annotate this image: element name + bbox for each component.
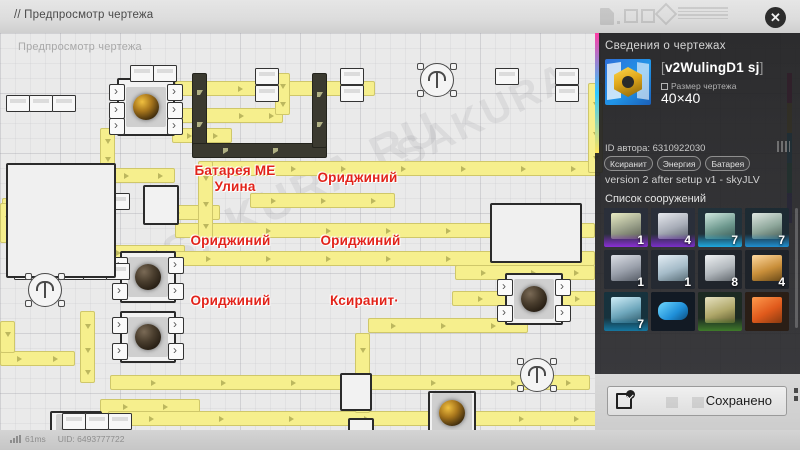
blueprint-size-label: Размер чертежа [661,81,737,91]
building-qty: 7 [731,233,738,247]
blueprint-label: Батарея МЕ Улина [194,163,276,194]
signal-bars-icon [10,435,21,443]
saved-check-icon [616,390,635,409]
conveyor-belt [368,318,528,333]
blueprint-label: Ксиранит· [330,293,399,308]
blueprint-hero: [v2WulingD1 sj] Размер чертежа 40×40 [605,59,791,106]
storage-row[interactable] [255,85,279,102]
factory-machine[interactable] [497,273,571,325]
blueprint-name: [v2WulingD1 sj] [661,60,764,75]
save-button[interactable]: Сохранено [607,386,787,416]
building-cell[interactable]: 7 [698,208,742,247]
storage-container[interactable] [6,163,116,278]
tag-list: Ксиранит Энергия Батарея [604,156,751,171]
tag-chip[interactable]: Энергия [656,156,702,171]
tag-chip[interactable]: Ксиранит [604,156,653,171]
author-id: ID автора: 6310922030 [605,143,706,154]
sorter-belt [192,73,207,155]
size-icon [661,83,668,90]
storage-container[interactable] [490,203,582,263]
sorter-belt [192,143,327,158]
storage-row[interactable] [6,95,76,112]
size-label-text: Размер чертежа [671,81,737,91]
storage-row[interactable] [555,68,579,85]
blueprint-label: Ориджиний [190,293,271,308]
building-cell[interactable]: 4 [745,250,789,289]
storage-row[interactable] [555,85,579,102]
breadcrumb: // Предпросмотр чертежа [14,9,154,21]
close-icon[interactable]: ✕ [765,7,786,28]
building-cell[interactable]: 7 [745,208,789,247]
blueprint-logo-icon [600,2,730,32]
factory-machine[interactable] [109,78,183,136]
storage-row[interactable] [255,68,279,85]
building-qty: 4 [778,275,785,289]
conveyor-belt [170,251,595,266]
copy-icon[interactable] [777,141,790,152]
building-cell[interactable]: 1 [604,250,648,289]
building-cell[interactable]: 8 [698,250,742,289]
building-cell[interactable] [745,292,789,331]
storage-row[interactable] [340,68,364,85]
building-cell[interactable] [698,292,742,331]
blueprint-label: Ориджиний [190,233,271,248]
building-qty: 1 [637,233,644,247]
footer-marks [794,388,798,404]
bracket-close: ] [759,60,764,75]
building-qty: 7 [778,233,785,247]
building-cell[interactable]: 4 [651,208,695,247]
sorter-unit[interactable] [143,185,179,225]
power-node-icon[interactable] [517,358,557,392]
blueprint-thumbnail-icon[interactable] [605,59,651,105]
conveyor-belt [198,161,213,241]
panel-title: Сведения о чертежах [605,40,726,52]
conveyor-belt [80,311,95,383]
blueprint-label: Ориджиний [317,170,398,185]
building-cell[interactable]: 1 [604,208,648,247]
uid-value: UID: 6493777722 [57,434,125,444]
title-bar: // Предпросмотр чертежа ✕ [0,0,800,33]
building-qty: 4 [684,233,691,247]
sorter-unit[interactable] [348,418,374,430]
building-cell[interactable]: 7 [604,292,648,331]
building-qty: 1 [684,275,691,289]
building-list-grid: 1 4 7 7 1 1 8 4 7 [604,208,792,331]
building-list-title: Список сооружений [605,193,706,205]
power-node-icon[interactable] [25,273,65,307]
blueprint-size-value: 40×40 [661,90,701,106]
tag-chip[interactable]: Батарея [705,156,751,171]
conveyor-belt [250,193,395,208]
blueprint-info-panel: Сведения о чертежах [v2WulingD1 sj] Разм… [595,33,800,430]
panel-footer: Сохранено [595,374,800,430]
building-qty: 1 [637,275,644,289]
storage-row[interactable] [62,413,132,430]
save-button-label: Сохранено [705,393,772,408]
building-qty: 8 [731,275,738,289]
sorter-unit[interactable] [340,373,372,411]
building-cell[interactable]: 1 [651,250,695,289]
save-ghost-graphic [666,397,720,408]
conveyor-belt [0,321,15,353]
ping-value: 61ms [25,434,46,444]
power-node-icon[interactable] [417,63,457,97]
version-note: version 2 after setup v1 - skyJLV [605,174,760,186]
storage-row[interactable] [495,68,519,85]
panel-scrollbar[interactable] [795,208,798,328]
sorter-belt [312,73,327,148]
bracket-open: [ [661,60,665,75]
storage-row[interactable] [340,85,364,102]
building-cell[interactable] [651,292,695,331]
storage-row[interactable] [130,65,177,82]
factory-machine[interactable] [112,311,184,363]
blueprint-label: Ориджиний [320,233,401,248]
building-qty: 7 [637,317,644,331]
status-bar: 61ms UID: 6493777722 [0,430,800,450]
blueprint-name-text: v2WulingD1 sj [664,60,760,75]
conveyor-belt [0,351,75,366]
factory-machine[interactable] [428,391,476,430]
canvas-subtitle: Предпросмотр чертежа [18,41,142,53]
status-group: 61ms UID: 6493777722 [10,434,124,444]
panel-accent-bar [595,33,599,153]
